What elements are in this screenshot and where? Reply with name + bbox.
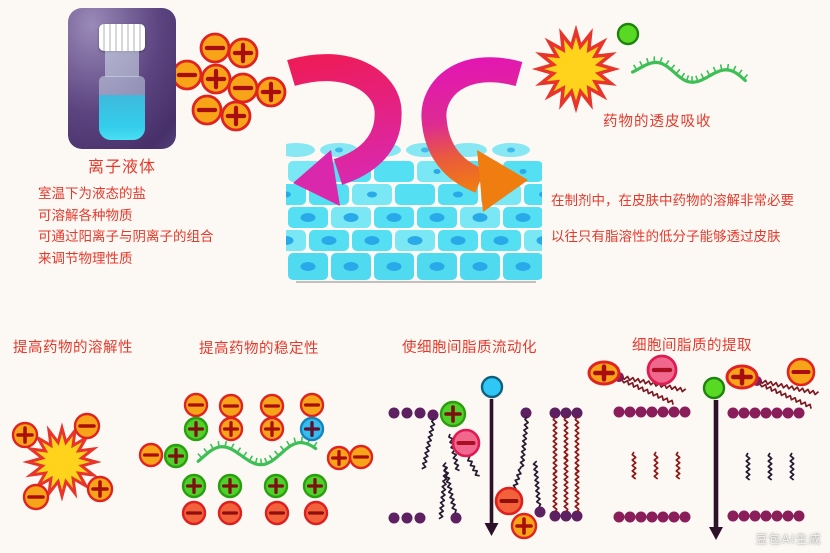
anion-icon <box>138 442 164 468</box>
note-line: 可溶解各种物质 <box>38 207 133 224</box>
anion-icon <box>646 354 678 386</box>
drug-dot-icon <box>702 376 726 400</box>
cation-icon <box>181 473 207 499</box>
anion-icon <box>227 72 259 104</box>
ion-group-top-cluster <box>171 32 287 132</box>
vial-cap <box>99 24 145 51</box>
cation-icon <box>299 416 325 442</box>
cation-icon <box>86 475 114 503</box>
ions-layer <box>11 22 816 540</box>
cation-icon <box>255 76 287 108</box>
ion-group-fluidize <box>439 375 538 540</box>
cation-icon <box>183 416 209 442</box>
vial-liquid <box>99 95 145 140</box>
anion-icon <box>181 500 207 526</box>
anion-icon <box>217 500 243 526</box>
anion-icon <box>191 94 223 126</box>
note-line: 在制剂中，在皮肤中药物的溶解非常必要 <box>551 193 794 209</box>
cation-icon <box>217 473 243 499</box>
cation-icon <box>263 473 289 499</box>
downward-arrow <box>484 399 499 536</box>
skin-dissolution-notes: 在制剂中，在皮肤中药物的溶解非常必要 以往只有脂溶性的低分子能够透过皮肤 <box>551 184 794 255</box>
cation-icon <box>11 421 39 449</box>
cation-icon <box>218 416 244 442</box>
anion-icon <box>451 428 481 458</box>
panel-title-extraction: 细胞间脂质的提取 <box>632 338 752 354</box>
cation-icon <box>510 512 538 540</box>
cation-icon <box>725 364 759 390</box>
cation-icon <box>200 63 232 95</box>
anion-icon <box>218 393 244 419</box>
ion-group-extraction <box>587 354 816 400</box>
ai-watermark: 豆包AI生成 <box>755 532 822 546</box>
ionic-liquid-notes: 室温下为液态的盐 可溶解各种物质 可通过阳离子与阴离子的组合 来调节物理性质 <box>38 184 214 270</box>
cation-icon <box>227 37 259 69</box>
ionic-liquid-label: 离子液体 <box>87 157 156 176</box>
anion-icon <box>171 59 203 91</box>
ion-group-stability <box>138 392 374 526</box>
anion-icon <box>259 393 285 419</box>
drug-starburst <box>531 24 621 114</box>
vial-body <box>99 76 145 140</box>
lipid-bilayer-ordered <box>613 406 805 523</box>
drug-starburst <box>22 422 102 502</box>
cation-icon <box>326 445 352 471</box>
note-line: 以往只有脂溶性的低分子能够透过皮肤 <box>551 228 781 245</box>
rna-molecule <box>630 56 749 84</box>
drug-dot-icon <box>480 375 504 399</box>
rna-molecule <box>196 436 318 467</box>
note-line: 可通过阳离子与阴离子的组合 <box>38 229 214 245</box>
lipid-bilayer-fluid <box>388 407 583 524</box>
panel-title-stability: 提高药物的稳定性 <box>199 341 319 357</box>
panel-title-solubility: 提高药物的溶解性 <box>13 340 133 356</box>
anion-icon <box>264 500 290 526</box>
anion-icon <box>73 412 101 440</box>
anion-icon <box>786 357 816 387</box>
downward-arrow <box>709 400 723 540</box>
cation-icon <box>259 416 285 442</box>
ion-group-solubility <box>11 412 114 511</box>
vial-neck <box>105 51 139 77</box>
anion-icon <box>22 483 50 511</box>
cation-icon <box>163 443 189 469</box>
anion-icon <box>183 392 209 418</box>
anion-icon <box>303 500 329 526</box>
note-line: 室温下为液态的盐 <box>38 186 146 202</box>
cation-icon <box>587 360 621 386</box>
drug-dot-icon <box>616 22 640 46</box>
cation-icon <box>302 473 328 499</box>
penetration-arrow-left <box>287 54 402 206</box>
cation-icon <box>439 400 467 428</box>
anion-icon <box>299 392 325 418</box>
ion-group-absorption <box>616 22 640 46</box>
penetration-arrow-right <box>421 57 528 212</box>
panel-title-fluidize: 使细胞间脂质流动化 <box>402 340 537 356</box>
ionic-liquid-photo <box>68 8 176 149</box>
anion-icon <box>348 444 374 470</box>
note-line: 来调节物理性质 <box>38 250 133 267</box>
skin-cell-layer <box>286 143 542 280</box>
transdermal-absorption-label: 药物的透皮吸收 <box>603 114 712 130</box>
anion-icon <box>199 32 231 64</box>
anion-icon <box>494 486 524 516</box>
cation-icon <box>220 100 252 132</box>
